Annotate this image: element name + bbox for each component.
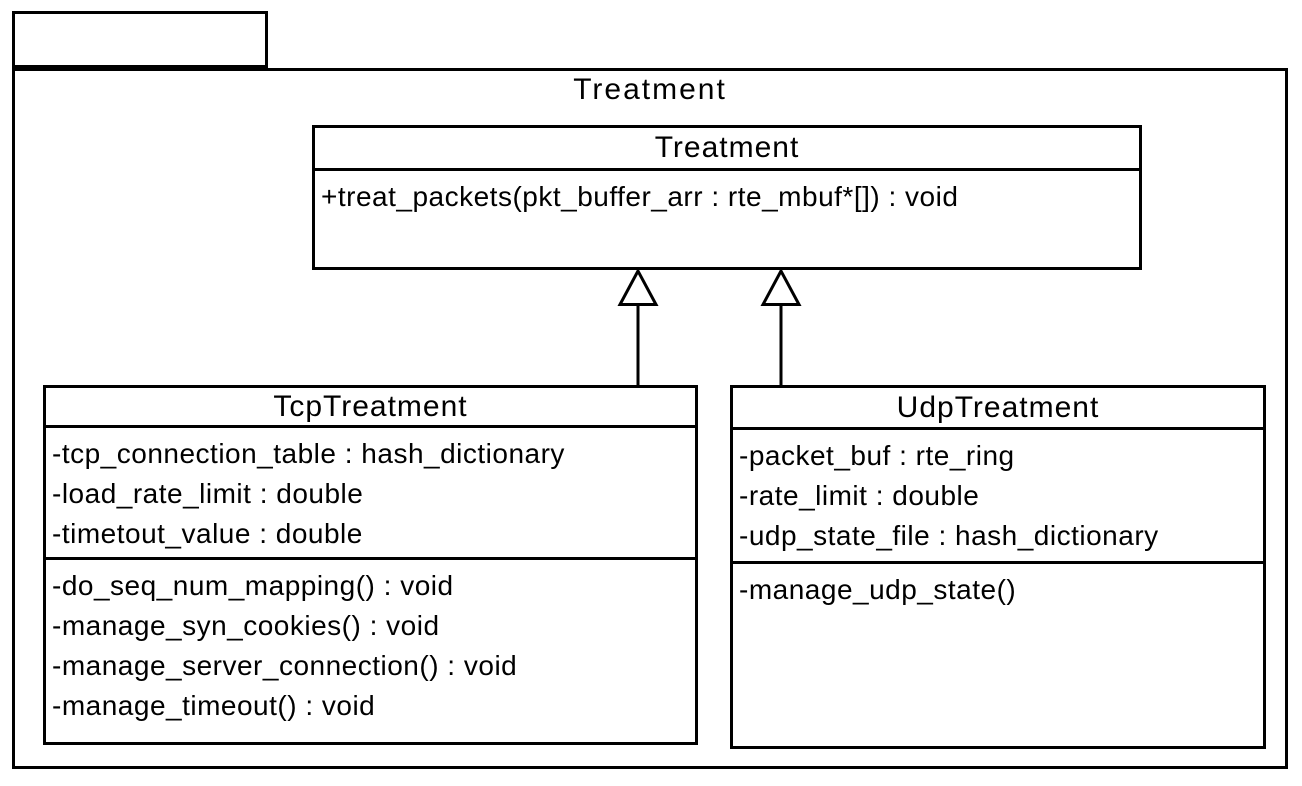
methods-compartment-treatment: +treat_packets(pkt_buffer_arr : rte_mbuf… [315,171,1139,217]
attribute-item: -packet_buf : rte_ring [739,440,1015,471]
class-name-udptreatment: UdpTreatment [733,388,1263,430]
methods-compartment-udptreatment: -manage_udp_state() [733,564,1263,610]
class-box-tcptreatment: TcpTreatment -tcp_connection_table : has… [43,385,698,745]
attribute-item: -rate_limit : double [739,480,980,511]
class-name-tcptreatment: TcpTreatment [46,388,695,428]
package-title: Treatment [573,73,727,106]
attributes-compartment-tcptreatment: -tcp_connection_table : hash_dictionary … [46,428,695,560]
class-box-treatment: Treatment +treat_packets(pkt_buffer_arr … [312,125,1142,270]
attributes-compartment-udptreatment: -packet_buf : rte_ring -rate_limit : dou… [733,430,1263,564]
attribute-item: -udp_state_file : hash_dictionary [739,520,1159,551]
attribute-item: -timetout_value : double [52,518,363,549]
class-box-udptreatment: UdpTreatment -packet_buf : rte_ring -rat… [730,385,1266,749]
class-name-treatment: Treatment [315,128,1139,171]
method-item: +treat_packets(pkt_buffer_arr : rte_mbuf… [321,181,959,212]
methods-compartment-tcptreatment: -do_seq_num_mapping() : void -manage_syn… [46,560,695,726]
attribute-item: -load_rate_limit : double [52,478,364,509]
package-tab [12,11,268,68]
method-item: -manage_server_connection() : void [52,650,518,681]
method-item: -manage_syn_cookies() : void [52,610,440,641]
method-item: -manage_timeout() : void [52,690,376,721]
method-item: -manage_udp_state() [739,574,1017,605]
method-item: -do_seq_num_mapping() : void [52,570,454,601]
attribute-item: -tcp_connection_table : hash_dictionary [52,438,565,469]
